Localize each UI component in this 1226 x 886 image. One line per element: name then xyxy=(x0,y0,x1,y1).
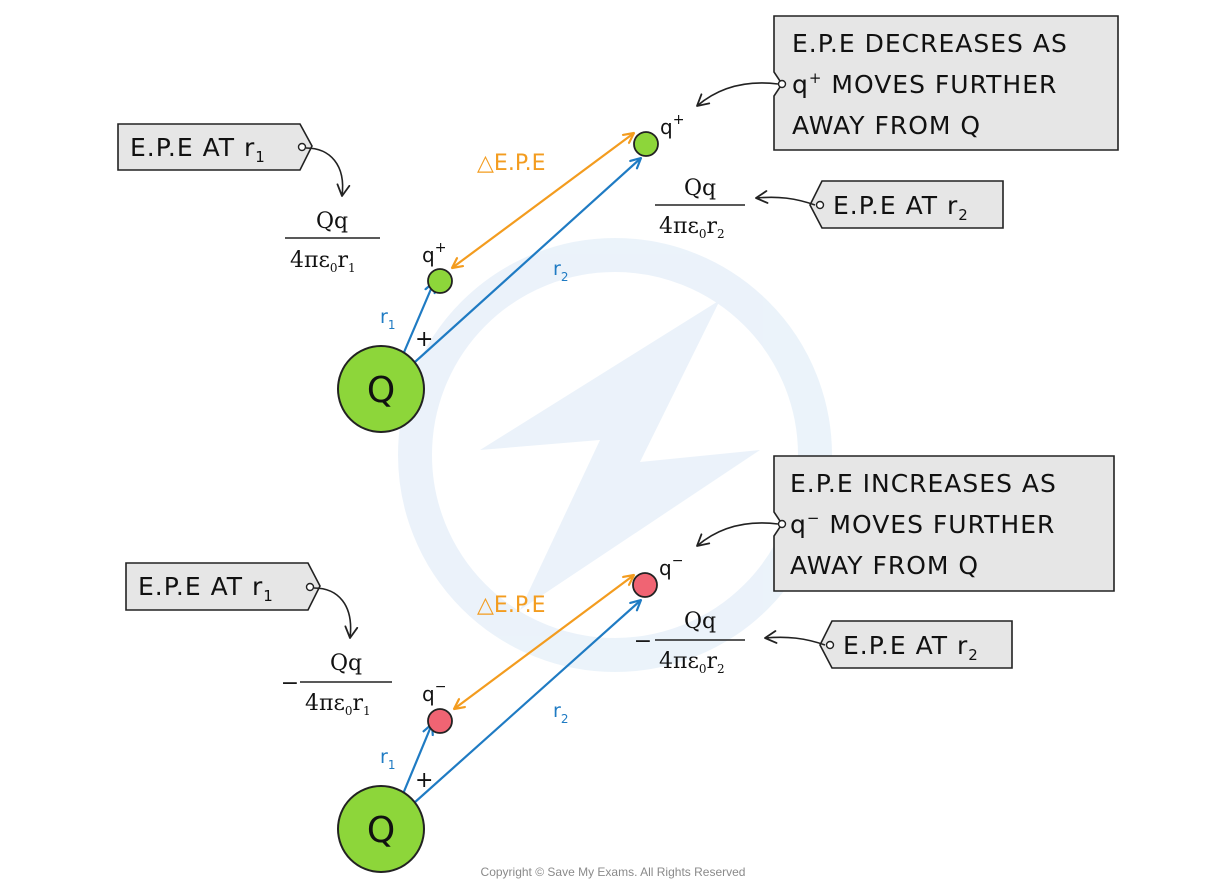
fraction-epe-r1: Qq 4πε0r1 xyxy=(285,209,380,275)
watermark-logo xyxy=(398,238,832,672)
curved-arrow-r1 xyxy=(305,147,351,197)
fraction-epe-r1-bottom: − Qq 4πε0r1 xyxy=(281,651,392,718)
delta-epe-label-bottom: △E.P.E xyxy=(477,593,546,618)
curved-arrow-r1-bottom xyxy=(313,587,359,639)
test-charge-near-bottom: q− xyxy=(422,679,453,734)
fraction-epe-r2: Qq 4πε0r2 xyxy=(655,176,745,241)
svg-text:Qq: Qq xyxy=(316,209,348,234)
svg-text:4πε0r1: 4πε0r1 xyxy=(290,248,356,275)
fraction-epe-r2-bottom: − Qq 4πε0r2 xyxy=(634,609,745,676)
source-sign: + xyxy=(415,327,433,352)
svg-text:q+: q+ xyxy=(422,240,446,267)
svg-text:4πε0r2: 4πε0r2 xyxy=(659,214,725,241)
delta-epe-label: △E.P.E xyxy=(477,151,546,176)
r2-label-bottom: r2 xyxy=(553,700,568,726)
source-charge-Q: Q xyxy=(337,345,425,433)
svg-text:E.P.E DECREASES AS: E.P.E DECREASES AS xyxy=(792,29,1068,58)
svg-text:q+ MOVES FURTHER: q+ MOVES FURTHER xyxy=(792,69,1057,99)
test-charge-near: q+ xyxy=(422,240,453,294)
svg-text:E.P.E AT r2: E.P.E AT r2 xyxy=(843,631,979,664)
tag-epe-at-r2: E.P.E AT r2 xyxy=(809,180,1004,229)
svg-text:Q: Q xyxy=(367,370,395,411)
top-diagram: E.P.E AT r1 Qq 4πε0r1 E.P.E DECREASES AS… xyxy=(117,15,1119,433)
svg-text:q+: q+ xyxy=(660,112,684,139)
source-sign-bottom: + xyxy=(415,768,433,793)
svg-text:AWAY FROM Q: AWAY FROM Q xyxy=(790,551,979,580)
tag-epe-at-r1: E.P.E AT r1 xyxy=(117,123,313,171)
curved-arrow-r2 xyxy=(755,190,816,206)
svg-text:Q: Q xyxy=(367,810,395,851)
curved-arrow-note-bottom xyxy=(696,522,779,547)
svg-text:Qq: Qq xyxy=(330,651,362,676)
note-epe-increases: E.P.E INCREASES AS q− MOVES FURTHER AWAY… xyxy=(773,455,1115,592)
test-charge-far-bottom: q− xyxy=(632,553,683,598)
svg-text:E.P.E INCREASES AS: E.P.E INCREASES AS xyxy=(790,469,1057,498)
curved-arrow-note-top xyxy=(696,82,779,107)
svg-text:4πε0r1: 4πε0r1 xyxy=(305,691,371,718)
delta-epe-arrow xyxy=(452,133,634,268)
svg-text:q−: q− xyxy=(422,679,446,706)
curved-arrow-r2-bottom xyxy=(764,630,826,646)
svg-text:E.P.E AT r1: E.P.E AT r1 xyxy=(130,133,266,166)
svg-text:E.P.E AT r2: E.P.E AT r2 xyxy=(833,191,969,224)
svg-text:Qq: Qq xyxy=(684,609,716,634)
tag-epe-at-r2-bottom: E.P.E AT r2 xyxy=(819,620,1013,669)
copyright-text: Copyright © Save My Exams. All Rights Re… xyxy=(481,865,746,879)
note-epe-decreases: E.P.E DECREASES AS q+ MOVES FURTHER AWAY… xyxy=(773,15,1119,151)
svg-text:4πε0r2: 4πε0r2 xyxy=(659,649,725,676)
svg-text:q−: q− xyxy=(659,553,683,580)
test-charge-far: q+ xyxy=(633,112,684,157)
svg-text:−: − xyxy=(634,629,652,654)
svg-text:Qq: Qq xyxy=(684,176,716,201)
r2-label: r2 xyxy=(553,258,568,284)
svg-text:−: − xyxy=(281,671,299,696)
source-charge-Q-bottom: Q xyxy=(337,785,425,873)
delta-epe-arrow-bottom xyxy=(454,575,634,709)
bottom-diagram: E.P.E AT r1 − Qq 4πε0r1 E.P.E INCREASES … xyxy=(125,455,1115,873)
r1-label-bottom: r1 xyxy=(380,746,395,772)
tag-epe-at-r1-bottom: E.P.E AT r1 xyxy=(125,562,321,611)
r1-label: r1 xyxy=(380,306,395,332)
svg-text:E.P.E AT r1: E.P.E AT r1 xyxy=(138,572,274,605)
svg-text:AWAY FROM Q: AWAY FROM Q xyxy=(792,111,981,140)
svg-text:q− MOVES FURTHER: q− MOVES FURTHER xyxy=(790,509,1055,539)
